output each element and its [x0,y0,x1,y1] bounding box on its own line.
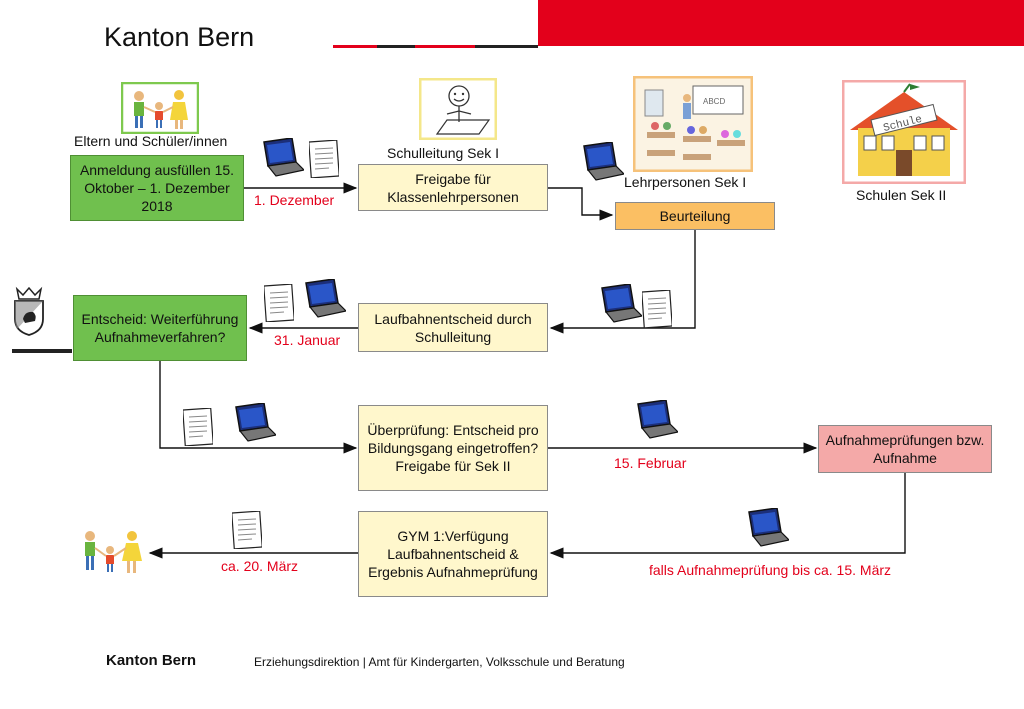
page-title: Kanton Bern [104,22,255,52]
document-icon [232,511,262,549]
family-picture-icon [121,82,199,134]
laptop-icon [235,403,276,442]
box-beurteilung: Beurteilung [615,202,775,230]
document-icon [183,408,213,446]
box-gym: GYM 1:Verfügung Laufbahnentscheid & Erge… [358,511,548,597]
date-dec1-label: 1. Dezember [254,192,335,208]
school-lead-picture-icon [419,78,497,140]
laptop-icon [263,138,304,177]
svg-text:ABCD: ABCD [703,97,725,106]
box-freigabe: Freigabe für Klassenlehrpersonen [358,164,548,211]
side-rule [12,349,72,353]
laptop-icon [748,508,789,547]
date-march15-label: falls Aufnahmeprüfung bis ca. 15. März [649,562,892,578]
header-red-band [538,0,1024,46]
header-rule [475,45,538,48]
laptop-icon [601,284,642,323]
document-icon [264,284,294,322]
family-icon [85,531,142,573]
actor-school-lead-label: Schulleitung Sek I [387,145,500,161]
document-icon [642,290,672,328]
box-ueberpruefung: Überprüfung: Entscheid pro Bildungsgang … [358,405,548,491]
laptop-icon [637,400,678,439]
laptop-icon [583,142,624,181]
laptop-icon [305,279,346,318]
box-laufbahnentscheid: Laufbahnentscheid durch Schulleitung [358,303,548,352]
footer-department: Erziehungsdirektion | Amt für Kindergart… [254,655,625,669]
document-icon [309,140,339,178]
date-jan31-label: 31. Januar [274,332,341,348]
actor-parents-label: Eltern und Schüler/innen [74,133,228,149]
canton-coat-of-arms-icon [14,286,44,336]
actor-teachers-label: Lehrpersonen Sek I [624,174,747,190]
header-rule [415,45,475,48]
date-march20-label: ca. 20. März [221,558,299,574]
box-anmeldung: Anmeldung ausfüllen 15. Oktober – 1. Dez… [70,155,244,221]
school-building-picture-icon: Schule [842,80,966,184]
date-feb15-label: 15. Februar [614,455,687,471]
box-aufnahmepruefungen: Aufnahmeprüfungen bzw. Aufnahme [818,425,992,473]
header-rule [377,45,415,48]
footer-canton: Kanton Bern [106,652,196,669]
box-entscheid: Entscheid: Weiterführung Aufnahmeverfahr… [73,295,247,361]
header-rule [333,45,377,48]
actor-schools-sek2-label: Schulen Sek II [856,187,947,203]
classroom-picture-icon: ABCD [633,76,753,172]
